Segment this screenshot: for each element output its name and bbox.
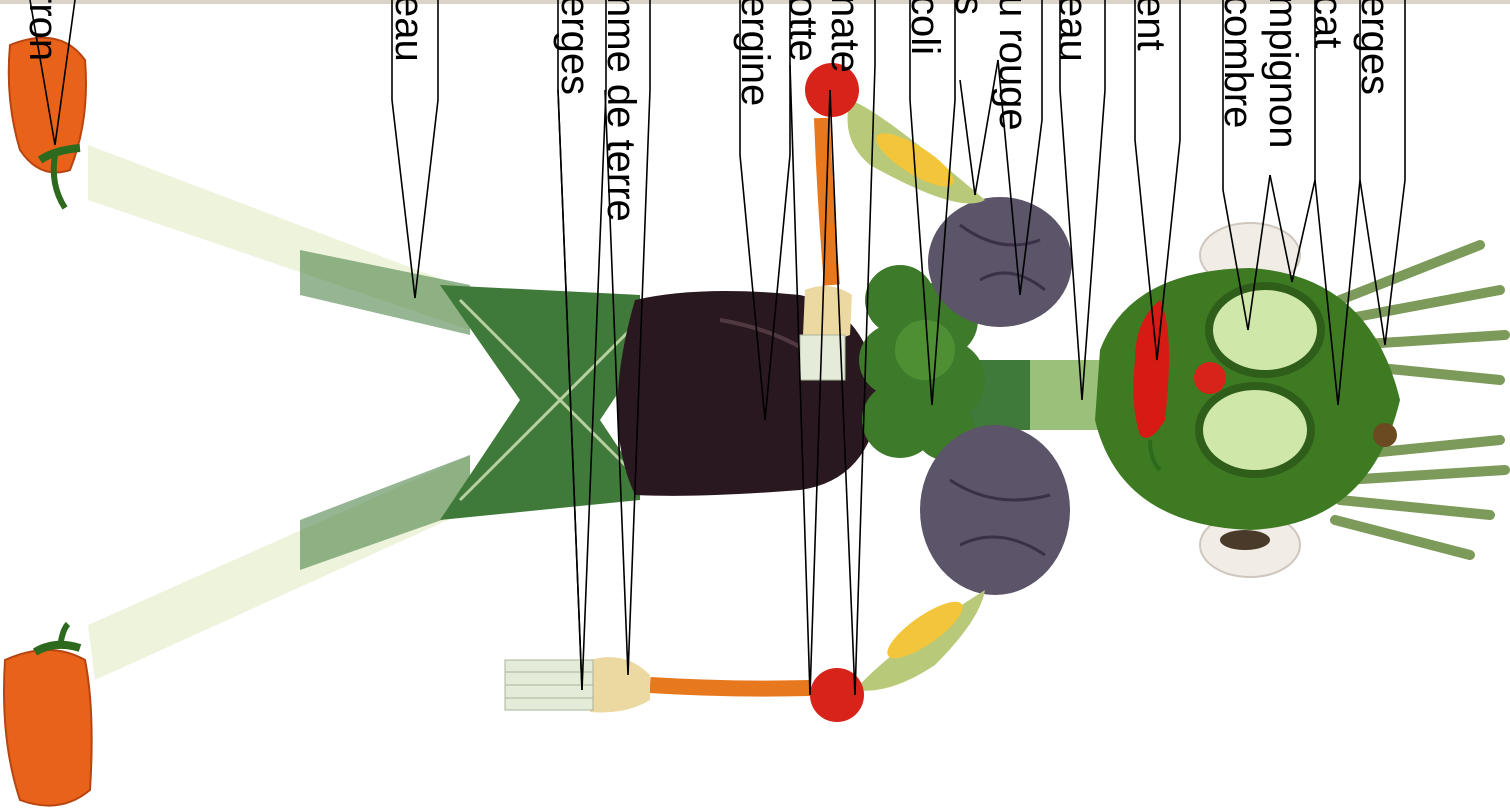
label-brocoli: coli	[903, 0, 947, 55]
label-champignon: mpignon	[1261, 0, 1305, 148]
label-tomate: nate	[823, 0, 867, 73]
label-concombre: combre	[1216, 0, 1260, 128]
arm-bottom	[505, 590, 985, 722]
label-carotte: otte	[781, 0, 825, 62]
avocado-head	[1095, 223, 1505, 577]
label-poireau-jambes: eau	[387, 0, 431, 62]
label-mais: s	[947, 0, 991, 15]
pepper-foot-bottom	[4, 624, 92, 806]
label-avocat: cat	[1306, 0, 1350, 48]
label-asperges-cheveux: erges	[1353, 0, 1397, 95]
leek-legs	[88, 145, 640, 680]
label-pomme-de-terre: nme de terre	[599, 0, 643, 222]
label-chou-rouge: u rouge	[991, 0, 1035, 131]
label-asperges-mains: erges	[553, 0, 597, 95]
label-poivron: rron	[21, 0, 65, 61]
label-aubergine: ergine	[733, 0, 777, 106]
pepper-foot-top	[9, 38, 86, 208]
label-poireau-cou: eau	[1051, 0, 1095, 62]
label-piment: ent	[1129, 0, 1173, 51]
